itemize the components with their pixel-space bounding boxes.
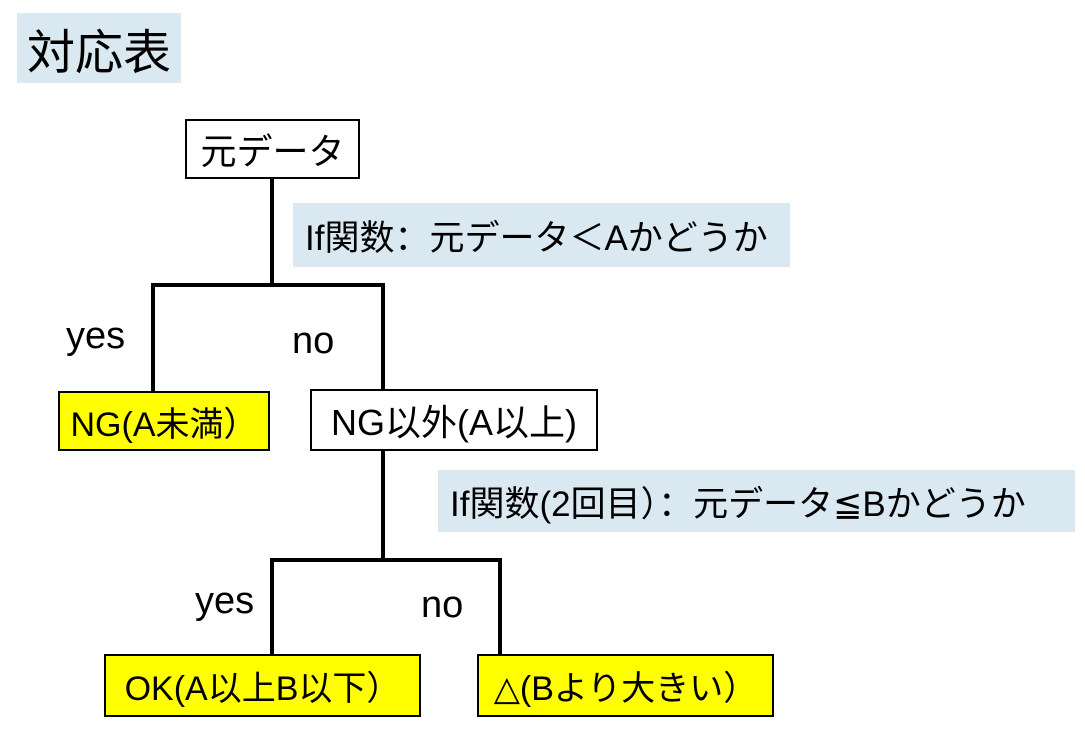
branch2-yes-line (270, 558, 274, 655)
branch1-no-label: no (292, 320, 335, 362)
connector-root-to-branch1 (270, 179, 274, 285)
branch2-yes-label: yes (195, 580, 255, 622)
decision2-condition-label: If関数(2回目）：元データ≦Bかどうか (438, 470, 1075, 532)
node-root-data: 元データ (185, 119, 360, 179)
branch1-yes-label: yes (66, 315, 126, 357)
branch2-horizontal-line (270, 558, 502, 562)
decision1-condition-label: If関数：元データ＜Aかどうか (293, 203, 790, 267)
connector-notng-to-branch2 (381, 451, 385, 562)
node-triangle-result: △(Bより大きい） (477, 654, 774, 717)
branch2-no-label: no (421, 584, 464, 626)
branch1-horizontal-line (151, 283, 385, 287)
page-title: 対応表 (17, 13, 181, 83)
node-ok-result: OK(A以上B以下） (104, 654, 421, 717)
node-ng-result: NG(A未満） (58, 391, 270, 451)
branch1-yes-line (151, 283, 155, 391)
branch2-no-line (498, 558, 502, 655)
branch1-no-line (381, 283, 385, 389)
node-not-ng: NG以外(A以上) (310, 389, 598, 451)
